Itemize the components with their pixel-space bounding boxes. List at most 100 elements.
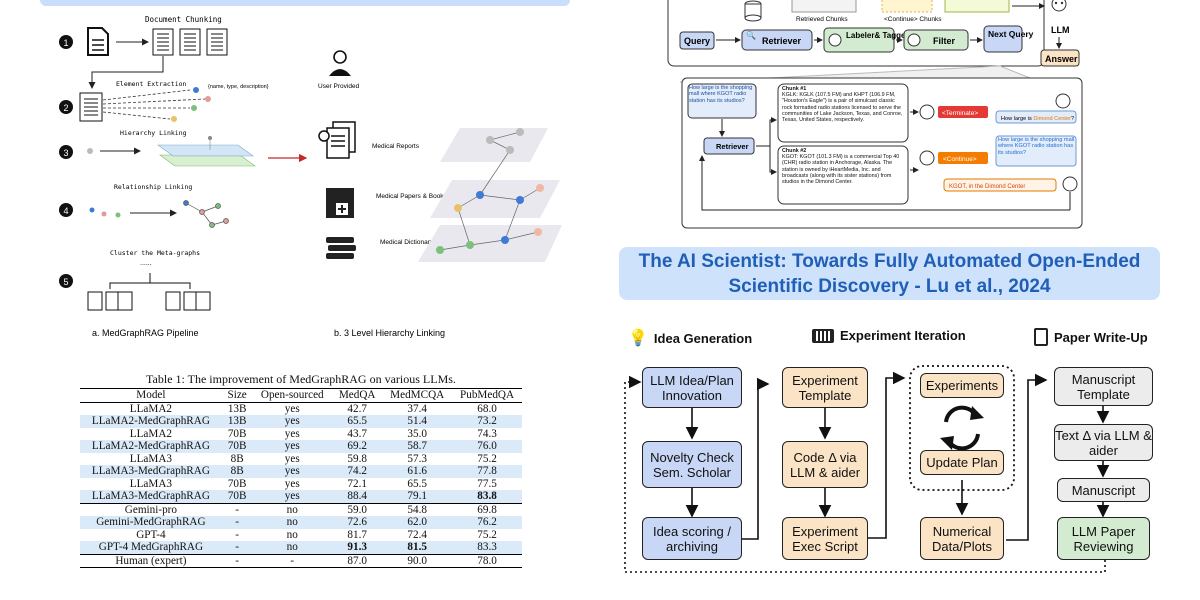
idea-generation-header: 💡 Idea Generation	[628, 328, 752, 348]
retrieval-diagram: Retrieved Chunks <Continue> Chunks LLM A…	[667, 0, 1083, 229]
magnifier-icon: 🔍	[746, 30, 756, 40]
table-cell: 69.2	[332, 440, 383, 453]
terminate-tag	[938, 106, 988, 118]
table-cell: yes	[252, 465, 333, 478]
table-cell: 77.8	[452, 465, 522, 478]
table-cell: 83.8	[452, 490, 522, 503]
text-delta-node: Text Δ via LLM & aider	[1054, 424, 1153, 461]
filter-box[interactable]	[903, 29, 969, 51]
table-cell: yes	[284, 427, 300, 440]
agent-face-icon	[919, 150, 935, 166]
continue-chunks-label: <Continue> Chunks	[884, 16, 942, 23]
medgraphrag-figure: 1 2 3 4 5 Document Chunking Element Extr…	[59, 15, 562, 338]
table-caption: Table 1: The improvement of MedGraphRAG …	[146, 372, 456, 386]
refresh-cycle-icon	[940, 405, 984, 451]
llm-paper-reviewing-node: LLM Paper Reviewing	[1057, 517, 1150, 560]
llm-label: LLM	[1051, 25, 1070, 35]
query-box[interactable]	[679, 31, 715, 50]
table-cell: LLaMA3-MedGraphRAG	[80, 465, 222, 478]
next-question-text: How large is Dimond Center?	[1001, 116, 1074, 122]
table-cell: LLaMA3	[129, 452, 173, 465]
table-cell: 81.5	[382, 541, 453, 554]
document-icon	[87, 27, 109, 56]
cluster-dots: ......	[140, 260, 152, 267]
table-cell: 61.6	[382, 465, 453, 478]
table-cell: GPT-4 MedGraphRAG	[80, 541, 222, 554]
manuscript-node: Manuscript	[1057, 478, 1150, 502]
table-cell: 35.0	[407, 427, 427, 440]
scoring-to-template-arrow	[741, 377, 770, 540]
question-text: How large is the shopping mall where KGO…	[689, 85, 753, 104]
entity-node	[193, 87, 199, 93]
table-cell: 81.7	[347, 528, 367, 541]
table-cell: 59.0	[332, 502, 383, 516]
table-cell: -	[221, 502, 253, 516]
extraction-links	[102, 89, 206, 120]
novelty-check-node: Novelty Check Sem. Scholar	[642, 441, 742, 488]
table-cell: 73.2	[452, 415, 522, 428]
table-cell: 72.6	[332, 516, 383, 529]
retriever-box[interactable]	[741, 29, 813, 51]
table-cell: Gemini-MedGraphRAG	[80, 516, 222, 529]
entity-node	[87, 148, 93, 154]
experiment-template-node: Experiment Template	[782, 367, 868, 408]
agent-face-icon	[1062, 176, 1078, 192]
paper-writeup-header: Paper Write-Up	[1034, 328, 1148, 346]
next-question-bubble	[995, 110, 1077, 124]
filter-label: Filter	[933, 36, 956, 46]
next-query-box[interactable]	[983, 25, 1023, 53]
table-cell: no	[286, 528, 298, 541]
chunk-1-text: KGLK: KGLK (107.5 FM) and KHPT (106.9 FM…	[782, 92, 903, 124]
paper-writeup-label: Paper Write-Up	[1054, 329, 1148, 345]
table-cell: 76.0	[452, 440, 522, 453]
table-cell: 13B	[221, 415, 253, 428]
table-cell: 8B	[221, 465, 253, 478]
table-cell: 74.2	[332, 465, 383, 478]
table-cell: no	[252, 502, 333, 516]
table-cell: yes	[284, 452, 300, 465]
table-cell: 43.7	[347, 427, 367, 440]
table-cell: 91.3	[332, 541, 383, 554]
table-cell: LLaMA2-MedGraphRAG	[80, 415, 222, 428]
database-icon	[744, 0, 762, 22]
table-cell: no	[252, 516, 333, 529]
table-cell: LLaMA3	[129, 477, 173, 490]
entity-node	[115, 212, 121, 218]
lightbulb-icon: 💡	[628, 330, 648, 347]
table-cell: Gemini-pro	[80, 502, 222, 516]
table-cell: 70B	[221, 440, 253, 453]
hierarchy-linking-label: Hierarchy Linking	[120, 129, 187, 137]
table-cell: 42.7	[347, 402, 367, 415]
table-cell: 58.7	[382, 440, 453, 453]
table-cell: LLaMA3-MedGraphRAG	[80, 490, 222, 503]
table-cell: 54.8	[382, 502, 453, 516]
idea-scoring-node: Idea scoring / archiving	[642, 517, 742, 560]
svg-text:1: 1	[63, 38, 68, 48]
table-cell: yes	[252, 440, 333, 453]
next-query-label: Next Query	[988, 29, 1034, 39]
step-1-marker: 1	[59, 35, 73, 49]
retrieved-chunks-stack	[791, 0, 857, 13]
element-tuple-label: {name, type, description}	[208, 84, 269, 90]
table-cell: yes	[284, 477, 300, 490]
code-delta-node: Code Δ via LLM & aider	[782, 441, 868, 488]
cluster-tree-icon	[87, 273, 211, 311]
labeler-tagger-box[interactable]	[823, 27, 895, 53]
user-icon	[329, 50, 351, 76]
medical-reports-label: Medical Reports	[372, 143, 420, 150]
table-cell: 72.1	[347, 477, 367, 490]
table-cell: no	[252, 541, 333, 554]
table-cell: 68.0	[477, 402, 497, 415]
user-provided-label: User Provided	[318, 83, 360, 90]
original-question-text: How large is the shopping mall where KGO…	[998, 137, 1075, 156]
experiment-iteration-header: Experiment Iteration	[812, 328, 966, 343]
doc-chunking-label: Document Chunking	[145, 15, 222, 24]
